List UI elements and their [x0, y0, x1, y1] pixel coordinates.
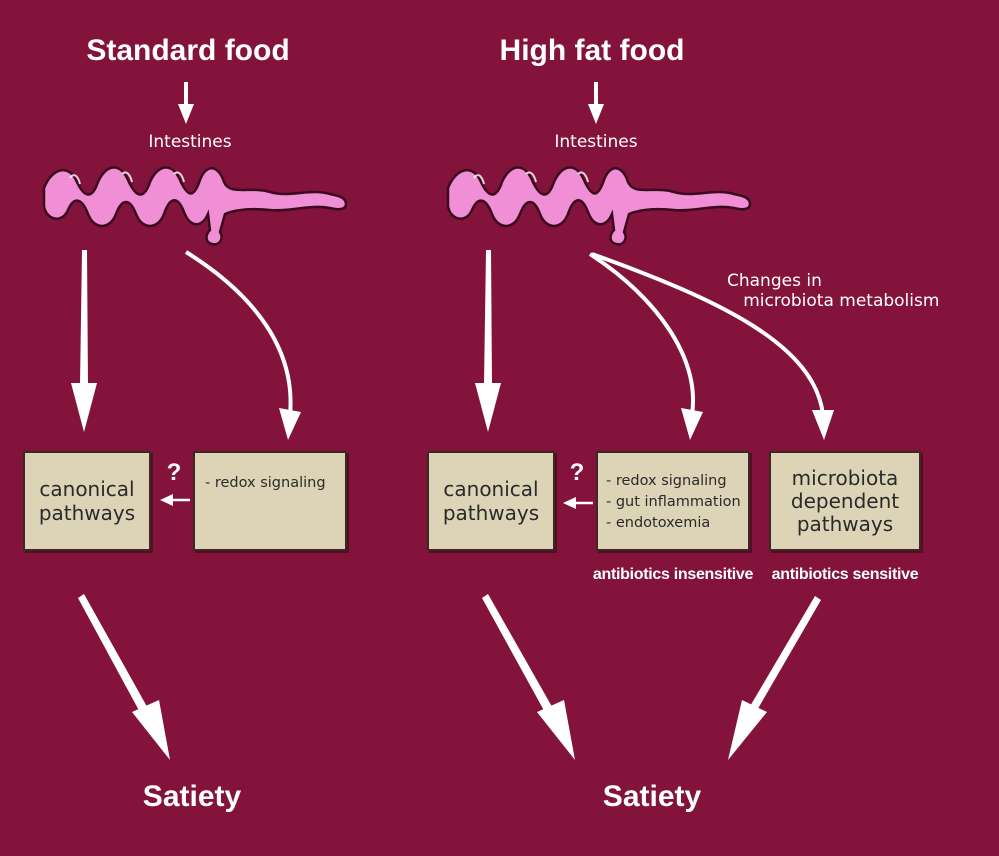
- left-intestines-label: Intestines: [148, 132, 232, 152]
- right-heading: High fat food: [499, 34, 685, 67]
- arrow-canonical-to-satiety-left: [78, 594, 170, 760]
- left-signaling-list: redox signaling: [195, 453, 345, 494]
- left-arrows: [71, 82, 301, 760]
- antibiotics-sensitive-label: antibiotics sensitive: [771, 566, 919, 583]
- arrow-food-to-intestines-left: [178, 82, 194, 124]
- intestine-icon-right: [446, 166, 752, 246]
- left-signaling-item: redox signaling: [205, 473, 345, 494]
- arrow-redox-to-canonical-right: [563, 497, 593, 509]
- arrow-food-to-intestines-right: [588, 82, 604, 124]
- arrow-intestines-to-microbiota-right: [591, 252, 834, 440]
- right-microbiota-label: microbiota dependent pathways: [790, 465, 900, 536]
- right-microbiota-box: microbiota dependent pathways: [769, 451, 921, 551]
- arrow-intestines-to-canonical-left: [71, 250, 97, 432]
- right-canonical-box: canonical pathways: [427, 451, 555, 551]
- right-satiety: Satiety: [602, 780, 702, 813]
- right-signaling-list: redox signaling gut inflammation endotox…: [598, 453, 748, 534]
- arrow-redox-to-canonical-left: [160, 494, 190, 506]
- left-question-mark: ?: [166, 459, 182, 486]
- right-arrows: [475, 82, 834, 760]
- right-signaling-box: redox signaling gut inflammation endotox…: [596, 451, 750, 551]
- right-signaling-item-inflammation: gut inflammation: [606, 492, 748, 513]
- right-intestines-label: Intestines: [554, 132, 638, 152]
- arrow-intestines-to-redox-left: [184, 250, 301, 440]
- arrow-microbiota-to-satiety-right: [728, 596, 821, 760]
- arrow-canonical-to-satiety-right: [482, 594, 575, 760]
- antibiotics-insensitive-label: antibiotics insensitive: [592, 566, 754, 583]
- left-satiety: Satiety: [142, 780, 242, 813]
- right-signaling-item-endotoxemia: endotoxemia: [606, 513, 748, 534]
- arrow-intestines-to-canonical-right: [475, 250, 501, 432]
- left-signaling-box: redox signaling: [193, 451, 347, 551]
- intestine-icon-left: [42, 166, 348, 246]
- right-signaling-item-redox: redox signaling: [606, 471, 748, 492]
- right-question-mark: ?: [569, 459, 585, 486]
- right-microbiota-note: Changes in microbiota metabolism: [727, 271, 940, 311]
- left-canonical-box: canonical pathways: [23, 451, 151, 551]
- right-canonical-label: canonical pathways: [442, 477, 540, 525]
- left-canonical-label: canonical pathways: [38, 477, 136, 525]
- left-heading: Standard food: [86, 34, 290, 67]
- arrow-intestines-to-redox-right: [588, 252, 703, 440]
